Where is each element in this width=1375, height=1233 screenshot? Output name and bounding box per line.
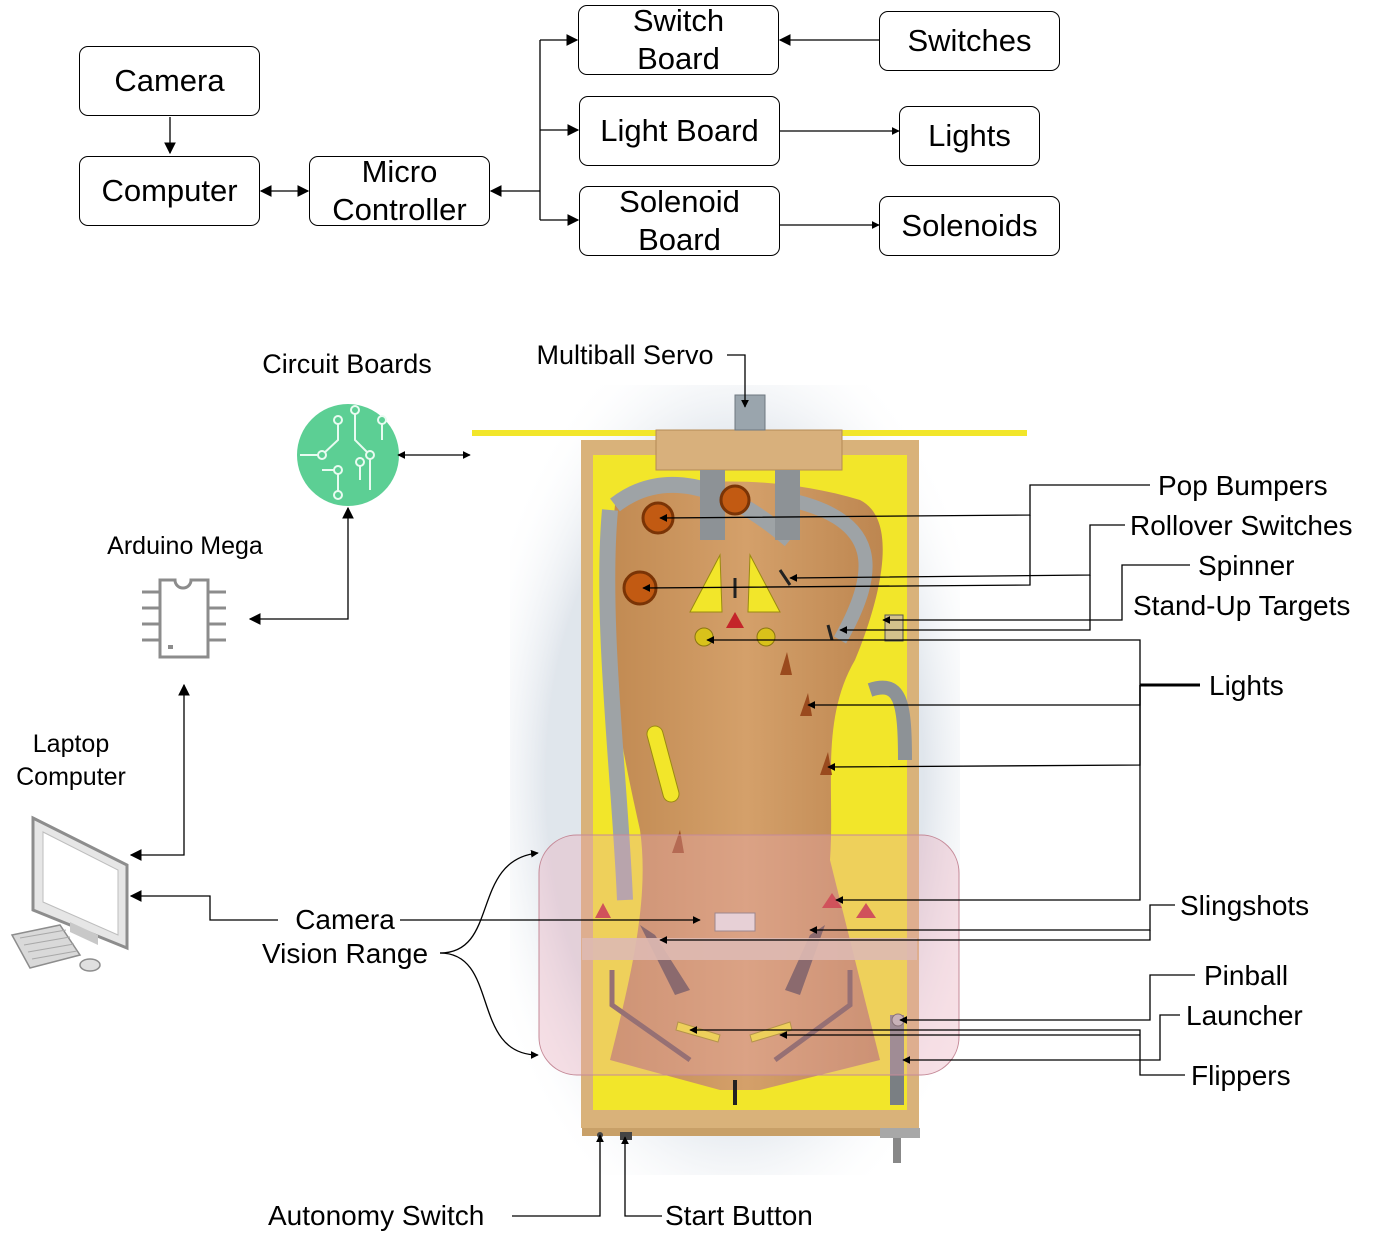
- switch-board-box: Switch Board: [578, 3, 779, 76]
- solenoids-box: Solenoids: [879, 196, 1060, 256]
- slingshots-label: Slingshots: [1180, 890, 1310, 921]
- multiball-servo-label: Multiball Servo: [536, 340, 714, 370]
- light-disc-1: [694, 627, 714, 647]
- light-insert-1: [780, 652, 792, 675]
- camera-vision-range-overlay: [538, 834, 960, 1076]
- pop-bumper-3: [719, 484, 751, 516]
- camera-box: Camera: [79, 46, 260, 116]
- setup-connectors: [129, 354, 1200, 1217]
- circuit-boards-label: Circuit Boards: [262, 349, 432, 379]
- pinball-label: Pinball: [1204, 960, 1289, 991]
- left-ramp: [599, 509, 633, 901]
- autonomy-switch-label: Autonomy Switch: [268, 1200, 485, 1231]
- standup-target-part: [884, 614, 904, 642]
- top-wood-block: [655, 429, 843, 471]
- spinner-part: [826, 624, 834, 641]
- red-target-right-2: [856, 903, 876, 918]
- lights-box: Lights: [899, 106, 1040, 166]
- camera-part: [714, 912, 756, 932]
- right-lane: [867, 680, 912, 761]
- block-diagram-connectors: [164, 34, 900, 229]
- launcher-rod: [890, 1015, 904, 1105]
- launcher-label: Launcher: [1186, 1000, 1303, 1031]
- laptop-computer-label: Laptop Computer: [16, 730, 126, 791]
- lights-label: Lights: [1209, 670, 1284, 701]
- light-insert-2: [800, 693, 812, 716]
- top-ramp: [610, 476, 796, 547]
- flippers-label: Flippers: [1191, 1060, 1291, 1091]
- right-inlane: [773, 970, 853, 1063]
- rollover-switch-part: [778, 569, 792, 586]
- left-inlane-guide: [646, 725, 680, 803]
- pinball-machine: [472, 385, 1027, 1175]
- circuit-board-icon: [297, 404, 399, 506]
- right-ramp: [788, 493, 873, 644]
- microchip-icon: [142, 578, 226, 659]
- arduino-mega-label: Arduino Mega: [107, 532, 263, 560]
- light-board-box: Light Board: [579, 96, 780, 166]
- multiball-servo-part: [734, 394, 766, 431]
- pop-bumpers-label: Pop Bumpers: [1158, 470, 1328, 501]
- red-target-right-1: [822, 893, 842, 908]
- rollover-switches-label: Rollover Switches: [1130, 510, 1353, 541]
- red-target-left: [595, 903, 611, 918]
- solenoid-board-box: Solenoid Board: [579, 184, 780, 257]
- micro-controller-box: Micro Controller: [309, 154, 490, 227]
- plunger-shaft: [893, 1138, 901, 1163]
- plunger-knob: [880, 1128, 920, 1138]
- spinner-label: Spinner: [1198, 550, 1295, 581]
- switches-box: Switches: [879, 11, 1060, 71]
- cabinet-base: [582, 1128, 918, 1136]
- right-triangle: [747, 553, 781, 613]
- left-flipper: [675, 1021, 721, 1043]
- computer-box: Computer: [79, 156, 260, 226]
- stand-up-targets-label: Stand-Up Targets: [1133, 590, 1351, 621]
- right-flipper: [749, 1021, 793, 1043]
- desktop-computer-icon: [10, 815, 129, 972]
- light-disc-2: [756, 627, 776, 647]
- left-inlane: [609, 970, 692, 1063]
- center-red-target: [726, 612, 744, 628]
- camera-vision-range-label: Camera Vision Range: [261, 904, 429, 969]
- start-button-label: Start Button: [665, 1200, 813, 1231]
- left-triangle: [689, 553, 723, 613]
- start-button-part: [620, 1132, 632, 1140]
- servo-tube-right: [775, 470, 800, 540]
- light-insert-4: [672, 830, 684, 853]
